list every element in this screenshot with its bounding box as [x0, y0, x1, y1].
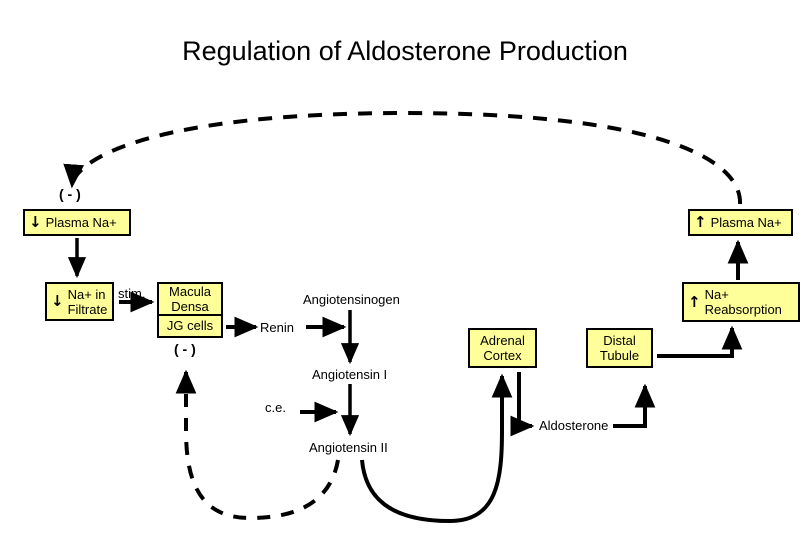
node-macula-densa[interactable]: Macula Densa JG cells [157, 282, 223, 338]
label-angiotensin-ii: Angiotensin II [309, 440, 388, 455]
edge-distal-to-reabsorption [657, 325, 743, 358]
node-plasma-na-high-label: Plasma Na+ [710, 215, 782, 230]
node-distal-tubule-line2: Tubule [599, 348, 640, 363]
node-adrenal-cortex-line1: Adrenal [480, 333, 525, 348]
up-arrow-icon: ↑ [694, 213, 707, 231]
node-adrenal-cortex[interactable]: Adrenal Cortex [468, 328, 537, 368]
label-renin: Renin [260, 320, 294, 335]
node-macula-densa-line1: Macula [169, 284, 211, 299]
node-plasma-na-low[interactable]: ↓ Plasma Na+ [23, 209, 131, 236]
minus-label-top: ( - ) [59, 186, 81, 202]
edge-aldosterone-to-distal-row [613, 383, 656, 428]
label-stim: stim. [118, 286, 146, 301]
up-arrow-icon: ↑ [688, 292, 701, 311]
node-plasma-na-high[interactable]: ↑ Plasma Na+ [688, 209, 793, 236]
node-jg-cells-label: JG cells [166, 317, 214, 333]
node-distal-tubule-line1: Distal [603, 333, 636, 348]
node-jg-cells[interactable]: JG cells [159, 316, 221, 334]
node-adrenal-cortex-line2: Cortex [483, 348, 522, 363]
edge-adrenal-to-aldosterone [510, 372, 535, 437]
label-aldosterone: Aldosterone [539, 418, 609, 433]
node-distal-tubule[interactable]: Distal Tubule [586, 328, 653, 368]
node-na-in-filtrate[interactable]: ↓ Na+ in Filtrate [45, 282, 114, 321]
feedback-arc-dashed [63, 110, 743, 205]
edge-aii-inhibit-jg-dashed [175, 369, 340, 521]
node-macula-densa-upper: Macula Densa [159, 284, 221, 316]
node-plasma-na-low-label: Plasma Na+ [45, 215, 117, 230]
edge-aii-to-adrenal-cortex [360, 373, 513, 524]
node-na-reabsorption[interactable]: ↑ Na+ Reabsorption [682, 282, 800, 322]
label-angiotensinogen: Angiotensinogen [303, 292, 400, 307]
page-title: Regulation of Aldosterone Production [182, 36, 628, 66]
down-arrow-icon: ↓ [29, 213, 42, 231]
node-macula-densa-line2: Densa [171, 299, 209, 314]
label-angiotensin-i: Angiotensin I [312, 367, 388, 382]
minus-label-jg: ( - ) [174, 341, 196, 357]
down-arrow-icon: ↓ [51, 292, 64, 310]
label-ce: c.e. [265, 400, 286, 415]
node-na-in-filtrate-label: Na+ in Filtrate [67, 286, 108, 317]
node-na-reabsorption-label: Na+ Reabsorption [704, 287, 782, 317]
